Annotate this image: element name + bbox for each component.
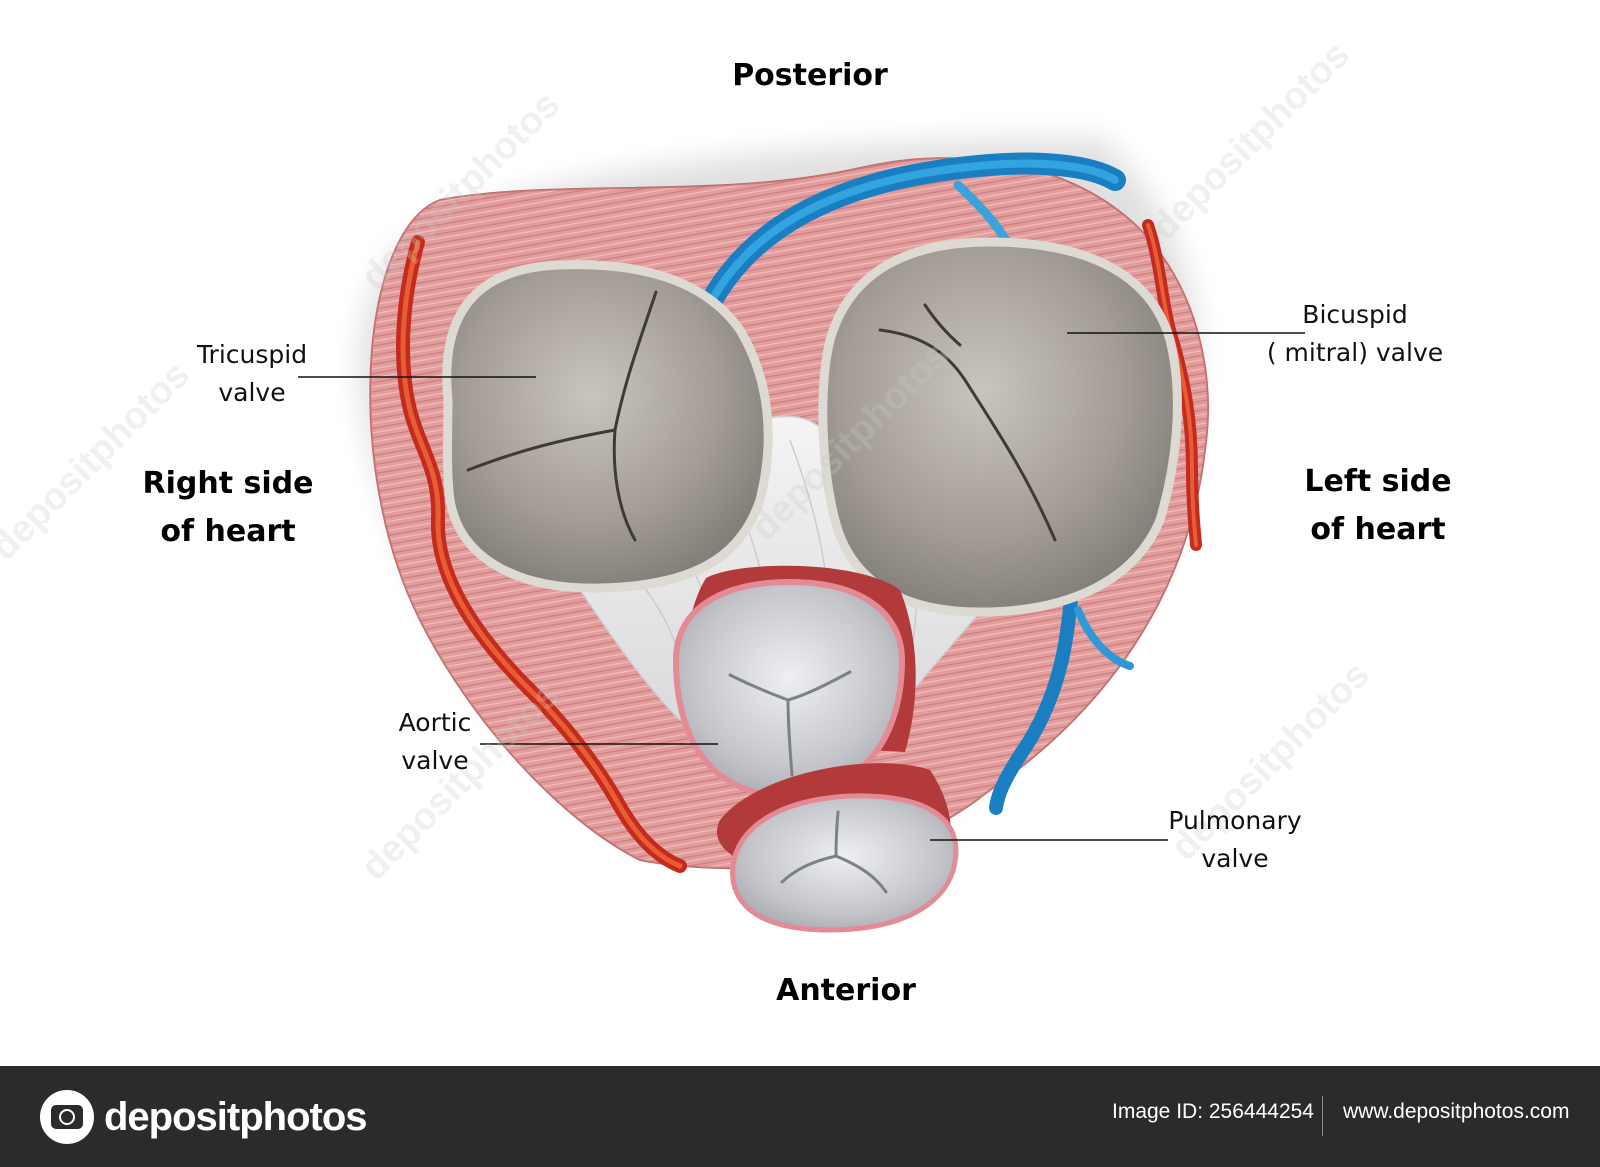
label-right-side: Right side of heart <box>118 460 338 556</box>
mitral-valve-shape <box>818 237 1182 617</box>
aortic-valve-shape <box>672 578 906 799</box>
label-aortic-line1: Aortic <box>398 708 472 737</box>
camera-icon <box>40 1090 94 1144</box>
label-bicuspid-line2: ( mitral) valve <box>1266 338 1444 367</box>
brand-name: depositphotos <box>104 1094 368 1139</box>
brand-logo[interactable]: depositphotos <box>40 1088 368 1146</box>
label-bicuspid-valve: Bicuspid ( mitral) valve <box>1240 296 1470 372</box>
label-left-side-line1: Left side <box>1304 464 1452 499</box>
label-right-side-line1: Right side <box>142 466 314 501</box>
interventricular-vein <box>989 579 1079 815</box>
label-pulmonary-valve: Pulmonary valve <box>1140 802 1330 878</box>
label-anterior: Anterior <box>776 973 916 1008</box>
stock-footer: depositphotos Image ID: 256444254 www.de… <box>0 1066 1600 1167</box>
label-right-side-line2: of heart <box>160 514 296 549</box>
image-id: Image ID: 256444254 <box>1112 1100 1314 1123</box>
tricuspid-valve-shape <box>442 260 773 593</box>
footer-divider <box>1322 1096 1323 1136</box>
pulmonary-valve-shape <box>730 793 959 933</box>
website-link[interactable]: www.depositphotos.com <box>1343 1100 1570 1123</box>
label-aortic-valve: Aortic valve <box>370 704 500 780</box>
label-left-side-line2: of heart <box>1310 512 1446 547</box>
label-pulmonary-line2: valve <box>1201 844 1269 873</box>
label-aortic-line2: valve <box>401 746 469 775</box>
label-bicuspid-line1: Bicuspid <box>1302 300 1408 329</box>
label-tricuspid-line1: Tricuspid <box>196 340 308 369</box>
label-pulmonary-line1: Pulmonary <box>1168 806 1302 835</box>
label-posterior: Posterior <box>732 58 888 93</box>
heart-valves-illustration <box>298 138 1305 933</box>
label-tricuspid-valve: Tricuspid valve <box>162 336 342 412</box>
label-left-side: Left side of heart <box>1268 458 1488 554</box>
label-tricuspid-line2: valve <box>218 378 286 407</box>
